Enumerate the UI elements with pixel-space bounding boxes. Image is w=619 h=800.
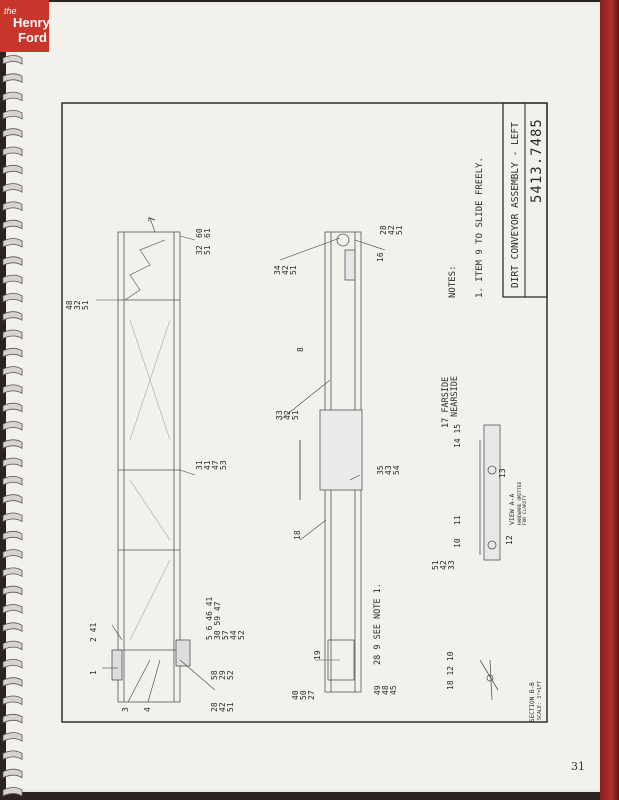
binding-ring (2, 494, 23, 504)
binding-ring (2, 329, 23, 340)
binding-ring (2, 439, 23, 450)
binding-ring (2, 768, 23, 779)
label-48-32-51: 483251 (65, 300, 90, 310)
binding-ring (2, 713, 23, 724)
binding-ring (2, 604, 23, 614)
section-labels: 18 12 10 SECTION B-B SCALE: 3"=1FT 51423… (431, 376, 543, 722)
spiral-binding (2, 55, 23, 797)
binding-ring (2, 347, 23, 358)
label-view-a-a: VIEW A-A (508, 494, 516, 525)
binding-ring (2, 146, 23, 157)
label-farside-nearside: 17 FARSIDENEARSIDE (441, 376, 460, 428)
logo-henry: Henry (13, 15, 50, 30)
label-3: 3 (121, 707, 130, 712)
section-view-a-a (479, 424, 501, 561)
binding-ring (2, 695, 23, 706)
label-10: 10 (453, 538, 462, 548)
label-16: 16 (376, 252, 385, 262)
label-13: 13 (498, 468, 507, 478)
label-18: 18 (293, 530, 302, 540)
label-19: 19 (313, 650, 322, 660)
binding-ring (2, 787, 23, 797)
section-view-b-b (479, 659, 499, 701)
title-block-title: DIRT CONVEYOR ASSEMBLY - LEFT (510, 122, 521, 288)
binding-ring (2, 732, 23, 742)
label-32-51: 3251 (195, 245, 212, 255)
binder-cover (600, 0, 619, 800)
binding-ring (2, 238, 23, 248)
label-4: 4 (143, 707, 152, 712)
label-12: 12 (505, 535, 514, 545)
label-2-41: 2 41 (89, 623, 98, 642)
label-28-42-51-side: 284251 (379, 225, 404, 235)
binding-ring (2, 750, 23, 761)
binding-ring (2, 110, 23, 120)
binding-ring (2, 256, 23, 267)
side-view-labels: 405027 19 28 9 SEE NOTE 1. 494845 18 8 3… (273, 225, 404, 700)
binding-ring (2, 73, 23, 84)
binding-ring (2, 128, 23, 138)
binding-ring (2, 530, 23, 541)
binding-ring (2, 311, 23, 321)
label-1: 1 (89, 670, 98, 675)
binding-ring (2, 293, 23, 303)
drawing-page (6, 2, 610, 792)
label-scale: SCALE: 3"=1FT (537, 681, 543, 720)
drawing-border (61, 102, 548, 723)
notes-heading: NOTES: (448, 265, 458, 298)
label-31-41-47-53: 31414753 (195, 460, 228, 470)
binding-ring (2, 384, 23, 395)
binding-ring (2, 55, 23, 65)
binding-ring (2, 183, 23, 193)
label-18-12-10: 18 12 10 (446, 651, 455, 690)
binding-ring (2, 567, 23, 578)
page-number: 31 (571, 760, 585, 773)
top-view-labels: 1 2 41 3 4 284251 582952 5 6 46 4130 59 … (65, 217, 246, 712)
label-see-note-1: 28 9 SEE NOTE 1. (373, 583, 383, 665)
binding-ring (2, 476, 23, 486)
label-14-15: 14 15 (453, 424, 462, 448)
binding-ring (2, 659, 23, 669)
binding-ring (2, 201, 23, 212)
label-58-29-52: 582952 (210, 670, 235, 680)
title-block-number: 5413.7485 (529, 118, 545, 203)
label-11: 11 (453, 515, 462, 525)
binding-ring (2, 640, 23, 651)
label-28-42-51: 284251 (210, 702, 235, 712)
logo-ford: Ford (18, 30, 47, 45)
binding-ring (2, 585, 23, 596)
binding-ring (2, 677, 23, 687)
binding-ring (2, 402, 23, 413)
binding-ring (2, 512, 23, 523)
label-33-42-51: 334251 (275, 410, 300, 420)
label-35-43-54: 354354 (376, 465, 401, 475)
binding-ring (2, 421, 23, 431)
binding-ring (2, 457, 23, 468)
label-51-42-33: 514233 (431, 560, 456, 570)
label-40-50-27: 405027 (291, 690, 316, 700)
label-49-48-45: 494845 (373, 685, 398, 695)
conveyor-side-view (299, 231, 363, 693)
label-7: 7 (148, 217, 158, 222)
label-hardware-omitted: HARDWARE OMITTEDFOR CLARITY (517, 481, 528, 525)
binding-ring (2, 91, 23, 102)
label-60-61: 6061 (195, 228, 212, 238)
henry-ford-logo: the Henry Ford (0, 0, 50, 52)
binding-ring (2, 274, 23, 285)
binding-ring (2, 366, 23, 376)
note-1: 1. ITEM 9 TO SLIDE FREELY. (475, 157, 485, 298)
binding-ring (2, 622, 23, 633)
label-section-b-b: SECTION B-B (529, 682, 536, 722)
leader-lines (96, 217, 386, 703)
conveyor-top-view (111, 231, 191, 703)
binding-ring (2, 549, 23, 559)
label-34-42-51: 344251 (273, 265, 298, 275)
binding-ring (2, 164, 23, 175)
label-8: 8 (296, 347, 305, 352)
label-5-6-46-41: 5 6 46 4130 59 47574452 (205, 596, 246, 640)
binding-ring (2, 219, 23, 230)
logo-the: the (4, 6, 17, 16)
